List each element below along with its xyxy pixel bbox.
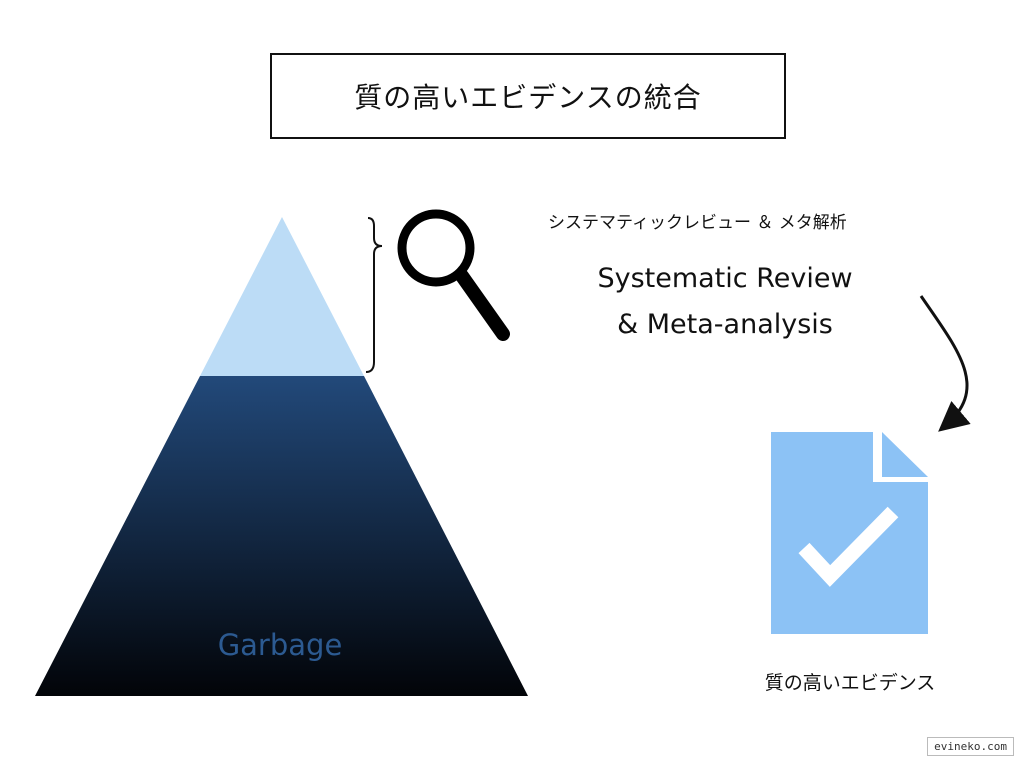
- method-english-line2: & Meta-analysis: [617, 309, 833, 340]
- document-check-icon: [771, 432, 928, 634]
- watermark: evineko.com: [927, 737, 1014, 756]
- diagram-title: 質の高いエビデンスの統合: [270, 53, 786, 139]
- magnifier-icon: [397, 209, 510, 341]
- selection-bracket: [365, 217, 383, 373]
- method-english-line1: Systematic Review: [597, 263, 853, 294]
- method-japanese-label: システマティックレビュー ＆ メタ解析: [548, 213, 847, 233]
- pyramid-top-section: [200, 217, 364, 376]
- output-label: 質の高いエビデンス: [764, 672, 936, 694]
- flow-arrow: [919, 295, 971, 432]
- pyramid-base-section: [35, 376, 528, 696]
- pyramid-bottom-label: Garbage: [217, 628, 343, 662]
- method-english-label: Systematic Review & Meta-analysis: [560, 256, 890, 348]
